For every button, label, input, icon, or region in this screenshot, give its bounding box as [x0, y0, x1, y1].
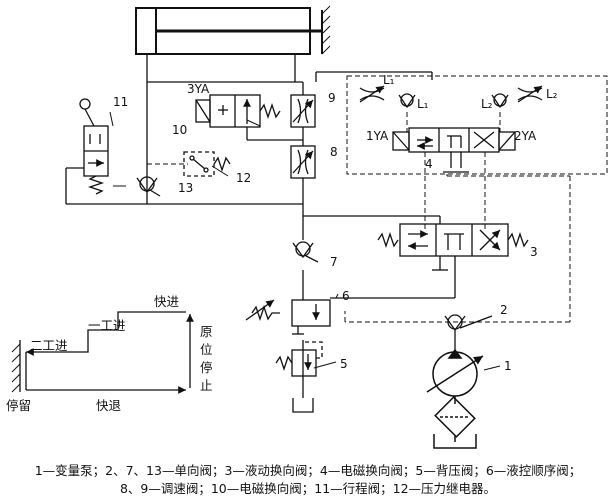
- cycle-fast-return: 快退: [96, 398, 122, 413]
- cycle-work-feed-1: 一工进: [88, 318, 126, 333]
- variable-pump-1: [426, 348, 484, 449]
- cycle-fast-forward: 快进: [154, 294, 180, 309]
- label-3: 3: [530, 245, 538, 259]
- throttle-check-valve-l2: [491, 85, 543, 109]
- label-10: 10: [172, 123, 187, 137]
- cycle-work-feed-2: 二工进: [30, 338, 68, 353]
- label-l2: L₂: [546, 87, 558, 101]
- solenoid-valve-4: [392, 127, 516, 153]
- travel-valve-11: [79, 98, 109, 195]
- hydraulic-circuit-diagram: 3YA 1YA 2YA 11 10 9 8 12 13 4 3 7 6 5 2 …: [6, 5, 608, 449]
- legend-line-1: 1—变量泵；2、7、13—单向阀；3—液动换向阀；4—电磁换向阀；5—背压阀；6…: [34, 463, 582, 478]
- throttle-check-valve-l1: [359, 85, 416, 109]
- label-12: 12: [236, 171, 251, 185]
- sequence-valve-6: [245, 299, 331, 335]
- pilot-lines: [147, 75, 608, 323]
- hydraulic-cylinder: [135, 5, 331, 55]
- label-6: 6: [342, 289, 350, 303]
- check-valve-7: [292, 241, 319, 263]
- throttle-valve-9: [290, 94, 316, 128]
- label-l2b: L₂: [481, 97, 493, 111]
- label-11: 11: [113, 95, 128, 109]
- label-7: 7: [330, 255, 338, 269]
- solenoid-valve-10: [195, 94, 281, 128]
- label-l1b: L₁: [417, 97, 429, 111]
- label-yv2: 2YA: [514, 129, 537, 143]
- work-cycle-chart: [11, 311, 194, 394]
- label-9: 9: [328, 91, 336, 105]
- cycle-home-stop: 原 位 停 止: [200, 324, 217, 393]
- hydraulic-directional-valve-3: [377, 223, 529, 271]
- label-yv3: 3YA: [187, 82, 210, 96]
- pressure-relay-12: [183, 151, 231, 177]
- throttle-valve-8: [290, 145, 316, 179]
- check-valve-13: [136, 176, 161, 197]
- label-8: 8: [330, 145, 338, 159]
- label-13: 13: [178, 181, 193, 195]
- label-4: 4: [425, 157, 433, 171]
- legend-line-2: 8、9—调速阀；10—电磁换向阀；11—行程阀；12—压力继电器。: [119, 481, 497, 496]
- label-yv1: 1YA: [366, 129, 389, 143]
- pipelines: [65, 54, 469, 398]
- check-valve-2: [444, 314, 493, 332]
- label-2: 2: [500, 303, 508, 317]
- label-5: 5: [340, 357, 348, 371]
- label-l1: L₁: [383, 73, 395, 87]
- label-1: 1: [504, 359, 512, 373]
- cycle-dwell: 停留: [6, 398, 31, 413]
- back-pressure-valve-5: [275, 341, 323, 413]
